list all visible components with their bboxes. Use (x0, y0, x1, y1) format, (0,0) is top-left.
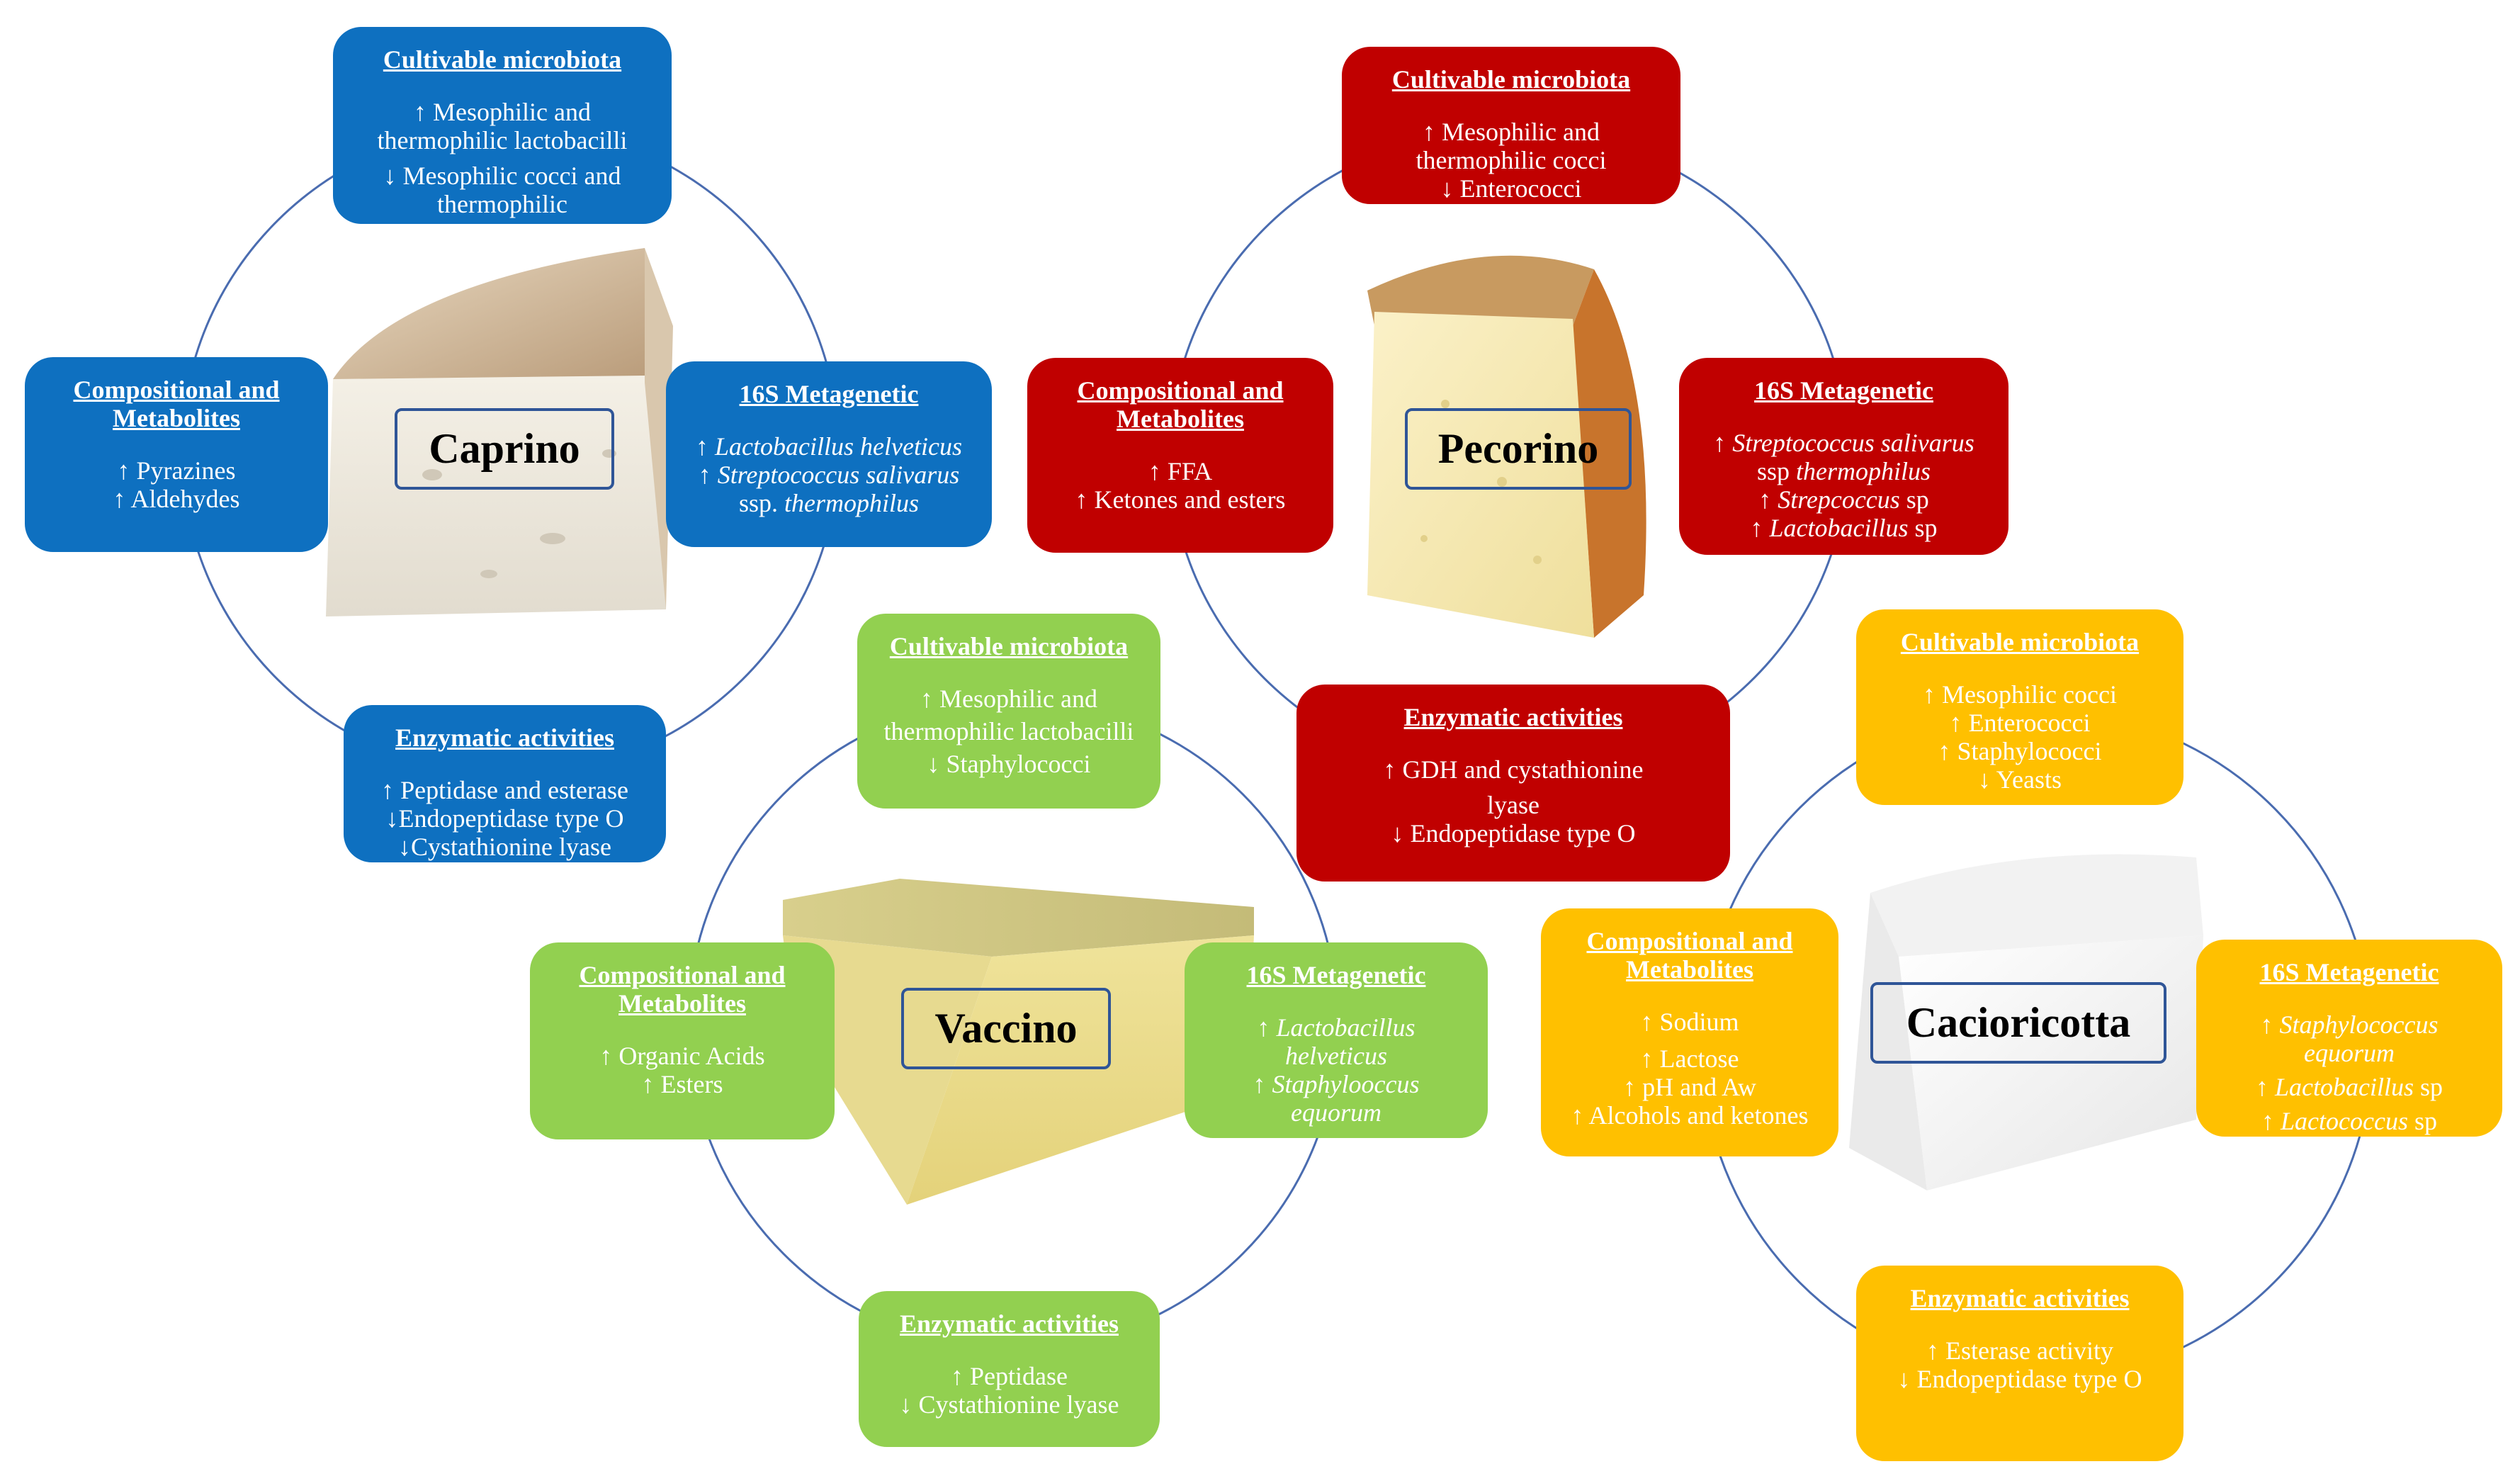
pecorino-label: Pecorino (1405, 408, 1632, 490)
box-line: ↓ Staphylococci (927, 750, 1091, 778)
box-line: thermophilic (437, 190, 567, 218)
box-line: ↑ Mesophilic and (1423, 118, 1600, 146)
box-line: ↑ Strepcoccus sp (1758, 485, 1929, 514)
box-line: ↑ Streptococcus salivarus (698, 461, 960, 489)
box-title: Enzymatic activities (900, 1310, 1119, 1338)
box-line: thermophilic lactobacilli (377, 126, 628, 154)
box-line: equorum (2304, 1039, 2395, 1067)
box-title: 16S Metagenetic (739, 380, 919, 408)
box-line: ↑ Sodium (1640, 1008, 1739, 1036)
box-line: ↓Cystathionine lyase (398, 833, 611, 861)
box-line: ↓ Yeasts (1977, 765, 2062, 794)
box-title: Compositional and Metabolites (1077, 376, 1284, 433)
box-line: lyase (1487, 791, 1539, 819)
box-line: ↑ Mesophilic and (920, 685, 1097, 713)
vaccino-compositional-box: Compositional and Metabolites ↑ Organic … (530, 942, 835, 1139)
box-title: Cultivable microbiota (889, 632, 1129, 660)
box-line: helveticus (1285, 1042, 1387, 1070)
box-line: ↑ Lactococcus sp (2261, 1107, 2437, 1135)
pecorino-enzymatic-box: Enzymatic activities ↑ GDH and cystathio… (1296, 685, 1730, 882)
box-line: ↑ Enterococci (1949, 709, 2091, 737)
caprino-metagenetic-box: 16S Metagenetic ↑ Lactobacillus helvetic… (666, 361, 992, 547)
caprino-cheese-image (326, 248, 673, 616)
box-line: ↑ Ketones and esters (1075, 485, 1286, 514)
box-title: Cultivable microbiota (383, 45, 622, 74)
box-line: ↑ Lactobacillus sp (2255, 1073, 2443, 1101)
pecorino-compositional-box: Compositional and Metabolites ↑ FFA ↑ Ke… (1027, 358, 1333, 553)
box-line: ssp thermophilus (1756, 457, 1931, 485)
box-title: Cultivable microbiota (1900, 628, 2140, 656)
box-line: ↓ Endopeptidase type O (1897, 1365, 2142, 1393)
box-line: thermophilic lactobacilli (883, 717, 1134, 745)
box-line: ↑ Mesophilic cocci (1923, 680, 2117, 709)
box-line: ↓ Mesophilic cocci and (383, 162, 621, 190)
box-line: ↑ Aldehydes (113, 485, 240, 513)
vaccino-cultivable-box: Cultivable microbiota ↑ Mesophilic and t… (857, 614, 1160, 809)
box-line: ↑ Lactobacillus helveticus (696, 432, 962, 461)
box-line: ↑ Lactobacillus sp (1750, 514, 1938, 542)
box-line: ↑ Pyrazines (117, 456, 236, 485)
box-title: Compositional and Metabolites (579, 961, 786, 1018)
box-line: ↑ Mesophilic and (414, 98, 591, 126)
box-line: ↑ Staphylooccus (1253, 1070, 1420, 1098)
vaccino-metagenetic-box: 16S Metagenetic ↑ Lactobacillus helvetic… (1185, 942, 1488, 1138)
box-line: ↓ Endopeptidase type O (1391, 819, 1636, 848)
cacioricotta-compositional-box: Compositional and Metabolites ↑ Sodium ↑… (1541, 908, 1838, 1156)
box-title: Cultivable microbiota (1391, 65, 1631, 94)
cacioricotta-label: Cacioricotta (1870, 982, 2166, 1064)
box-line: ↑ Peptidase and esterase (381, 776, 628, 804)
cacioricotta-enzymatic-box: Enzymatic activities ↑ Esterase activity… (1856, 1266, 2183, 1461)
pecorino-metagenetic-box: 16S Metagenetic ↑ Streptococcus salivaru… (1679, 358, 2008, 555)
caprino-enzymatic-box: Enzymatic activities ↑ Peptidase and est… (344, 705, 666, 862)
vaccino-label: Vaccino (901, 988, 1111, 1069)
vaccino-cheese-image (783, 879, 1254, 1205)
box-line: ↑ Staphylococcus (2260, 1010, 2439, 1039)
box-line: ↑ Staphylococci (1938, 737, 2102, 765)
box-line: ssp. thermophilus (738, 489, 920, 517)
box-line: ↓Endopeptidase type O (385, 804, 624, 833)
box-line: ↓ Enterococci (1440, 174, 1582, 203)
box-title: 16S Metagenetic (1754, 376, 1933, 405)
box-title: Enzymatic activities (395, 723, 614, 752)
box-line: ↑ Esters (641, 1070, 723, 1098)
caprino-compositional-box: Compositional and Metabolites ↑ Pyrazine… (25, 357, 328, 552)
vaccino-enzymatic-box: Enzymatic activities ↑ Peptidase ↓ Cysta… (859, 1291, 1160, 1447)
pecorino-cheese-image (1367, 255, 1646, 638)
box-title: 16S Metagenetic (2259, 958, 2439, 986)
cacioricotta-cheese-image (1849, 854, 2203, 1190)
box-line: ↑ Lactose (1640, 1044, 1739, 1073)
pecorino-cultivable-box: Cultivable microbiota ↑ Mesophilic and t… (1342, 47, 1680, 204)
box-title: Enzymatic activities (1403, 703, 1623, 731)
box-line: ↑ FFA (1148, 457, 1213, 485)
box-line: ↓ Cystathionine lyase (899, 1390, 1119, 1419)
box-title: Enzymatic activities (1910, 1284, 2130, 1312)
cacioricotta-metagenetic-box: 16S Metagenetic ↑ Staphylococcus equorum… (2196, 940, 2502, 1137)
box-line: equorum (1291, 1098, 1382, 1127)
box-line: ↑ Esterase activity (1926, 1336, 2113, 1365)
box-line: ↑ Alcohols and ketones (1571, 1101, 1809, 1130)
box-line: ↑ Peptidase (951, 1362, 1068, 1390)
caprino-label: Caprino (395, 408, 614, 490)
caprino-cultivable-box: Cultivable microbiota ↑ Mesophilic and t… (333, 27, 672, 224)
box-title: Compositional and Metabolites (73, 376, 280, 432)
box-line: ↑ GDH and cystathionine (1383, 755, 1644, 784)
box-title: 16S Metagenetic (1246, 961, 1426, 989)
box-line: ↑ Organic Acids (599, 1042, 765, 1070)
box-line: ↑ pH and Aw (1623, 1073, 1756, 1101)
box-line: thermophilic cocci (1416, 146, 1607, 174)
cacioricotta-cultivable-box: Cultivable microbiota ↑ Mesophilic cocci… (1856, 609, 2183, 805)
box-line: ↑ Lactobacillus (1257, 1013, 1416, 1042)
box-title: Compositional and Metabolites (1586, 927, 1793, 984)
box-line: ↑ Streptococcus salivarus (1713, 429, 1974, 457)
